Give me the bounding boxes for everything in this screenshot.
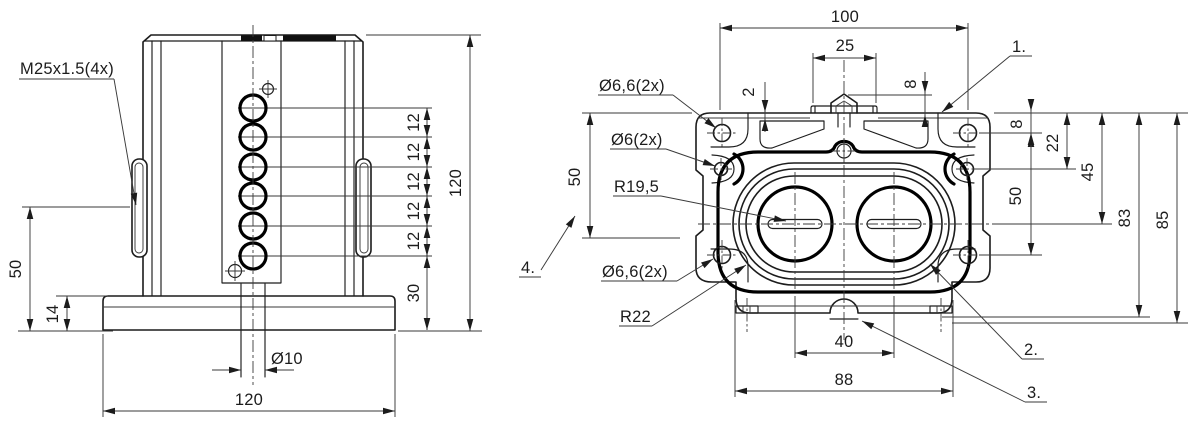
center-rod bbox=[240, 283, 266, 378]
callout-4: 4. bbox=[521, 259, 535, 277]
dim-boss-height: 50 bbox=[7, 260, 25, 279]
label-corner-holes-bottom: Ø6,6(2x) bbox=[602, 263, 668, 281]
position-cross-marker bbox=[225, 80, 277, 281]
dim-bottom-segment: 30 bbox=[405, 284, 423, 303]
body-outline bbox=[695, 112, 991, 314]
dim-pitch: 12 bbox=[405, 143, 423, 162]
side-view-dimensions: M25x1.5(4x) 50 14 12 12 12 12 12 30 120 … bbox=[7, 34, 482, 417]
callout-3: 3. bbox=[1027, 384, 1041, 402]
pocket-right bbox=[863, 120, 929, 149]
dim-hole-span: 50 bbox=[1007, 187, 1025, 206]
label-corner-holes-top: Ø6,6(2x) bbox=[599, 77, 665, 95]
dim-base-width: 120 bbox=[235, 391, 263, 409]
dim-bore-axis-offset: 45 bbox=[1079, 163, 1097, 182]
cable-gland-boss-right bbox=[355, 158, 372, 258]
bore-centerlines bbox=[794, 172, 895, 292]
pilot-hole-pockets bbox=[711, 154, 975, 184]
dim-tab-height: 8 bbox=[902, 79, 920, 88]
top-slot-band bbox=[241, 35, 262, 41]
dim-depth-inner: 83 bbox=[1116, 209, 1134, 228]
cable-gland-boss-left bbox=[131, 158, 148, 258]
dim-pitch: 12 bbox=[405, 202, 423, 221]
dim-top-step: 2 bbox=[740, 87, 758, 96]
terminal-holes bbox=[238, 93, 432, 271]
dim-hole-edge-offset: 8 bbox=[1008, 119, 1026, 128]
front-view bbox=[695, 60, 991, 340]
dim-bore-spacing: 40 bbox=[835, 333, 854, 351]
front-view-dimensions: 100 25 2 8 8 50 22 45 83 bbox=[519, 8, 1188, 403]
corner-holes bbox=[707, 118, 983, 270]
top-slot-band bbox=[283, 35, 336, 41]
dim-left-height: 50 bbox=[566, 168, 584, 187]
dim-base-thickness: 14 bbox=[44, 305, 62, 324]
base-plate bbox=[102, 295, 396, 331]
pilot-holes bbox=[710, 158, 978, 180]
dim-pitch: 12 bbox=[405, 172, 423, 191]
dim-small-hole-offset: 22 bbox=[1044, 134, 1062, 153]
dim-seal-width: 88 bbox=[835, 371, 854, 389]
dim-tab-width: 25 bbox=[836, 37, 855, 55]
seal-groove-contour bbox=[716, 139, 972, 294]
label-pilot-holes: Ø6(2x) bbox=[611, 131, 663, 149]
dim-depth-outer: 85 bbox=[1154, 211, 1172, 230]
label-bore-radius: R19,5 bbox=[614, 178, 659, 196]
dim-pitch: 12 bbox=[405, 113, 423, 132]
top-tab bbox=[810, 93, 878, 128]
dim-pitch: 12 bbox=[405, 232, 423, 251]
callout-2: 2. bbox=[1024, 341, 1038, 359]
dim-total-height: 120 bbox=[447, 169, 465, 197]
dim-overall-width: 100 bbox=[831, 8, 859, 26]
thread-leader bbox=[113, 78, 138, 206]
label-groove-radius: R22 bbox=[620, 308, 651, 326]
callout-1: 1. bbox=[1012, 38, 1026, 56]
side-view bbox=[102, 25, 432, 385]
thread-label: M25x1.5(4x) bbox=[20, 60, 114, 78]
dim-rod-diameter: Ø10 bbox=[271, 350, 303, 368]
corner-pockets bbox=[710, 112, 976, 283]
pocket-left bbox=[759, 120, 825, 149]
